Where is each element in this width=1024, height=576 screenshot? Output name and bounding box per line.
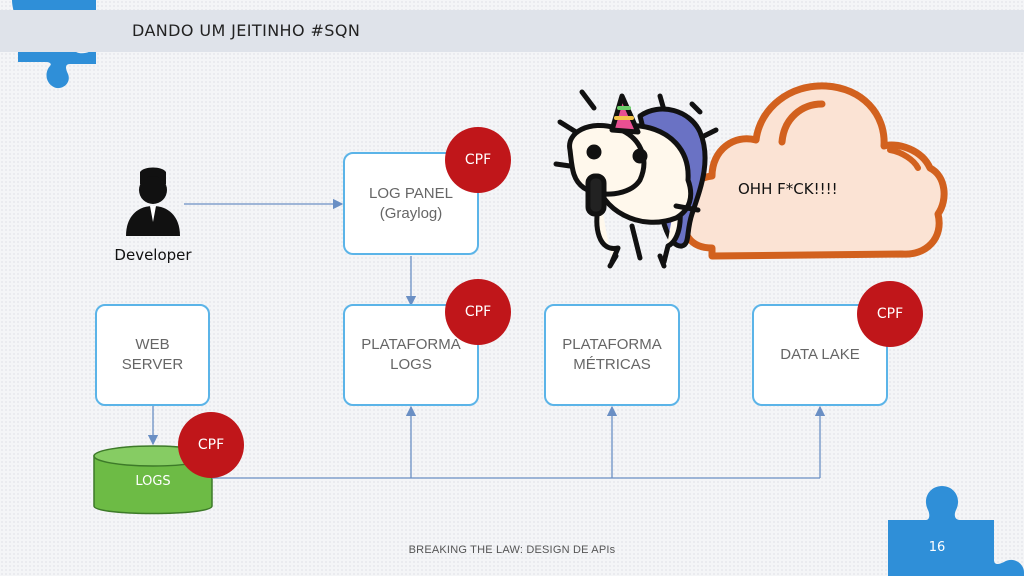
cloud-exclamation-text: OHH F*CK!!!! [738, 180, 838, 198]
connectors [147, 198, 826, 479]
speech-cloud [680, 82, 948, 260]
slide-title: DANDO UM JEITINHO #SQN [132, 21, 361, 40]
cpf-badge-logs-db: CPF [178, 412, 244, 478]
puzzle-piece-bottom-right-icon [888, 486, 1024, 576]
logs-database-label: LOGS [135, 474, 171, 489]
cpf-badge-data-lake: CPF [857, 281, 923, 347]
plataforma-metricas-node: PLATAFORMA MÉTRICAS [544, 304, 680, 406]
footer-text: BREAKING THE LAW: DESIGN DE APIs [408, 544, 616, 556]
web-server-node: WEB SERVER [95, 304, 210, 406]
developer-person-icon [126, 167, 180, 236]
page-number: 16 [928, 540, 946, 555]
cpf-badge-log-panel: CPF [445, 127, 511, 193]
unicorn-mascot-icon [553, 89, 719, 269]
logs-database-icon [93, 445, 213, 515]
cpf-badge-plataforma-logs: CPF [445, 279, 511, 345]
title-bar [0, 10, 1024, 52]
developer-label: Developer [114, 246, 192, 264]
